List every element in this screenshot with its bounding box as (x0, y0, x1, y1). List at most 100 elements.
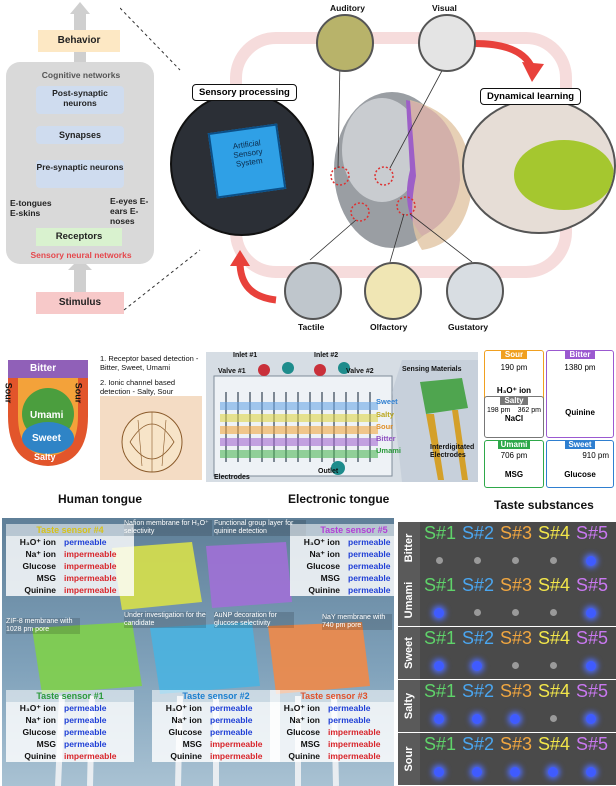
ion-name: H₃O⁺ ion (165, 703, 202, 713)
bitter-region: Bitter (30, 363, 57, 374)
etongue-chip-graphic (206, 352, 478, 482)
permeability-value: impermeable (328, 739, 381, 749)
ion-name: MSG (36, 573, 56, 583)
interdigitated-electrodes-label: Interdigitated Electrodes (430, 444, 475, 459)
sensor-table-row: H₃O⁺ ion permeable (6, 536, 134, 548)
ion-name: Quinine (24, 585, 56, 595)
sensor-name: S#2 (462, 681, 495, 701)
tongue-graphic (8, 360, 88, 466)
sensor-membranes-graphic (32, 542, 370, 786)
permeability-value: impermeable (64, 549, 117, 559)
olfactory-image (364, 262, 422, 320)
permeability-value: permeable (64, 715, 107, 725)
visual-image (418, 14, 476, 72)
permeability-value: impermeable (328, 751, 381, 761)
visual-label: Visual (432, 3, 457, 13)
sensor-name: S#2 (462, 628, 495, 648)
ion-name: Na⁺ ion (289, 715, 320, 725)
ion-name: H₃O⁺ ion (303, 537, 340, 547)
salty-region: Salty (34, 452, 56, 462)
h3o-ion-label: H₃O⁺ ion (496, 386, 532, 395)
channel-bitter: Bitter (376, 434, 396, 443)
umami-region: Umami (30, 410, 64, 421)
permeability-value: permeable (348, 573, 391, 583)
inactive-led (550, 609, 557, 616)
channel-sweet: Sweet (376, 397, 398, 406)
result-taste-text: Sour (403, 746, 415, 772)
salty-substance-box: Salty 198 pm 362 pm NaCl (484, 396, 544, 438)
ion-name: H₃O⁺ ion (19, 537, 56, 547)
zif8-note: ZIF-8 membrane with 1028 pm pore (6, 618, 80, 634)
permeability-value: impermeable (328, 727, 381, 737)
active-led (434, 661, 444, 671)
sour-heading: Sour (501, 350, 527, 359)
sensor-name: S#3 (500, 523, 533, 543)
aunp-note: AuNP decoration for glucose selectivity (214, 612, 294, 628)
sensor-name: S#4 (538, 628, 571, 648)
inactive-led (474, 609, 481, 616)
behavior-box: Behavior (38, 30, 120, 52)
channel-salty: Salty (376, 410, 394, 419)
permeability-value: permeable (64, 739, 107, 749)
permeability-value: permeable (210, 727, 253, 737)
sensor-name: S#4 (538, 681, 571, 701)
sensor-table-row: MSG permeable (290, 572, 418, 584)
umami-heading: Umami (498, 440, 530, 449)
sensor-table-title: Taste sensor #5 (290, 524, 418, 536)
tactile-label: Tactile (298, 322, 325, 332)
ion-name: Glucose (168, 727, 202, 737)
sensor-table-title: Taste sensor #1 (6, 690, 134, 702)
valve-1-label: Valve #1 (218, 368, 246, 375)
gustatory-image (446, 262, 504, 320)
salty-heading: Salty (500, 396, 528, 405)
sensor-name: S#2 (462, 523, 495, 543)
ion-name: Quinine (288, 751, 320, 761)
learning-image (462, 98, 616, 234)
sensor-name: S#3 (500, 681, 533, 701)
post-synaptic-box: Post-synaptic neurons (36, 86, 124, 114)
auditory-image (316, 14, 374, 72)
sour-left-region: Sour (3, 382, 14, 404)
cognitive-networks-title: Cognitive networks (41, 70, 121, 80)
ion-name: MSG (320, 573, 340, 583)
result-taste-label: Sweet (398, 627, 420, 679)
sensor-name: S#5 (576, 628, 609, 648)
taste-substances-caption: Taste substances (494, 498, 594, 512)
ion-name: Quinine (308, 585, 340, 595)
sour-right-region: Sour (73, 382, 84, 404)
active-led (434, 608, 444, 618)
pre-synaptic-box: Pre-synaptic neurons (36, 160, 124, 188)
sweet-size: 910 pm (582, 451, 609, 460)
permeability-value: permeable (210, 715, 253, 725)
sensor-name: S#2 (462, 734, 495, 754)
ion-name: MSG (36, 739, 56, 749)
msg-label: MSG (504, 470, 524, 479)
result-taste-label: Umami (398, 574, 420, 626)
bitter-heading: Bitter (565, 350, 595, 359)
sensor-table-row: Quinine impermeable (270, 750, 398, 762)
ion-name: Quinine (24, 751, 56, 761)
nacl-label: NaCl (504, 414, 524, 423)
inlet-1-label: Inlet #1 (233, 352, 258, 359)
umami-substance-box: Umami 706 pm MSG (484, 440, 544, 488)
ion-name: Glucose (306, 561, 340, 571)
salty-size-1: 198 pm (487, 407, 511, 414)
stimulus-box: Stimulus (36, 292, 124, 314)
permeability-value: permeable (64, 537, 107, 547)
sensor-name: S#5 (576, 734, 609, 754)
sensor-name: S#5 (576, 523, 609, 543)
permeability-value: impermeable (210, 739, 263, 749)
